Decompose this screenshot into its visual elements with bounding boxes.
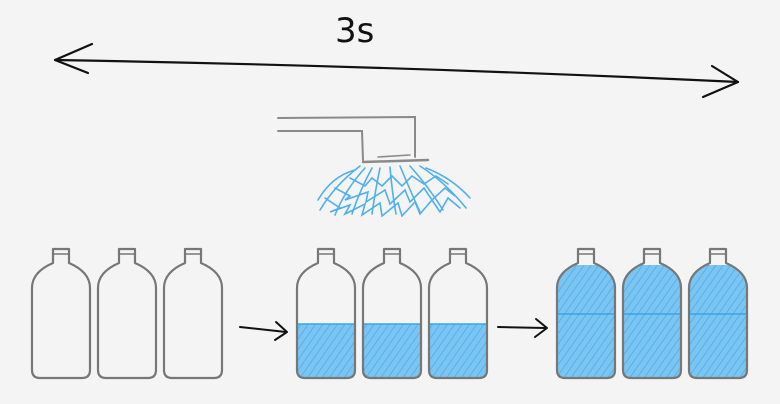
stage-half-filled bbox=[295, 247, 489, 380]
stage-arrow-1 bbox=[239, 321, 288, 341]
bottle bbox=[30, 247, 92, 380]
stage-arrow-2 bbox=[497, 318, 548, 338]
bottle bbox=[361, 247, 423, 380]
timeline-arrowhead-left bbox=[53, 42, 94, 75]
bottle-outline bbox=[361, 247, 423, 380]
timeline-line bbox=[53, 58, 740, 84]
stage-empty bbox=[30, 247, 224, 380]
bottle-outline bbox=[162, 247, 224, 380]
water-fill bbox=[429, 324, 487, 378]
timeline-arrow bbox=[53, 42, 740, 99]
bottle bbox=[427, 247, 489, 380]
bottle-outline bbox=[555, 247, 617, 380]
water-fill bbox=[623, 265, 681, 378]
bottle-outline bbox=[295, 247, 357, 380]
filling-nozzle bbox=[277, 115, 430, 164]
bottle-outline bbox=[687, 247, 749, 380]
stage-full bbox=[555, 247, 749, 380]
bottle bbox=[162, 247, 224, 380]
water-fill bbox=[297, 324, 355, 378]
timeline-arrowhead-right bbox=[701, 64, 740, 99]
water-fill bbox=[363, 324, 421, 378]
bottle-outline bbox=[621, 247, 683, 380]
duration-label: 3s bbox=[335, 11, 374, 51]
bottle bbox=[555, 247, 617, 380]
bottle bbox=[687, 247, 749, 380]
water-spray bbox=[317, 165, 471, 218]
bottle-outline bbox=[427, 247, 489, 380]
water-fill bbox=[689, 265, 747, 378]
bottle bbox=[621, 247, 683, 380]
bottle bbox=[96, 247, 158, 380]
bottle bbox=[295, 247, 357, 380]
bottle-outline bbox=[30, 247, 92, 380]
bottle-outline bbox=[96, 247, 158, 380]
water-fill bbox=[557, 265, 615, 378]
bottle-groups bbox=[30, 247, 749, 380]
